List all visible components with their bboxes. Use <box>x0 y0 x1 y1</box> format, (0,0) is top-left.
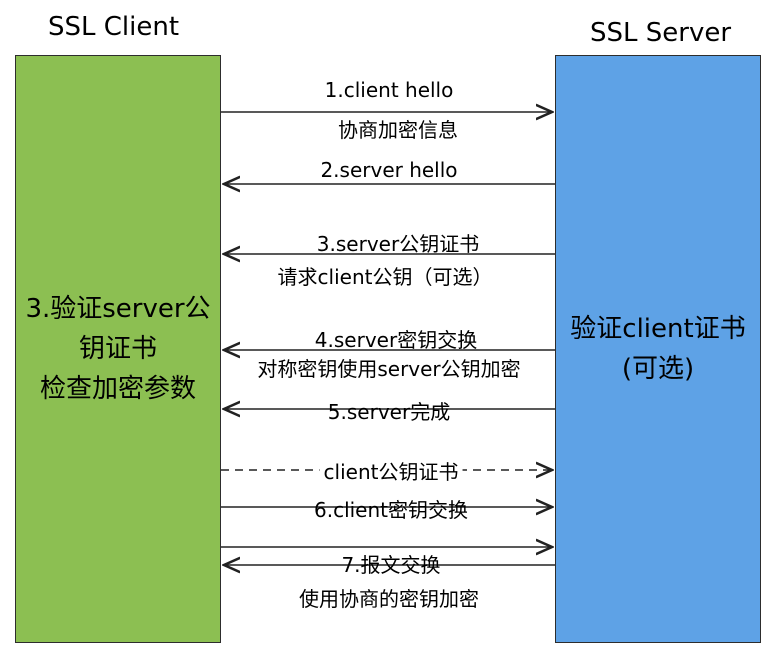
msg5-label: 5.server完成 <box>327 400 451 424</box>
msg1-label2: 协商加密信息 <box>338 118 458 142</box>
msg2-label: 2.server hello <box>320 158 458 182</box>
client-box: 3.验证server公 钥证书 检查加密参数 <box>15 55 221 643</box>
msg3-label2: 请求client公钥（可选） <box>277 265 493 289</box>
server-box: 验证client证书 (可选) <box>555 55 761 643</box>
msg4-label: 4.server密钥交换 <box>314 328 478 352</box>
msg7-label: 6.client密钥交换 <box>313 498 469 522</box>
msg4-label2: 对称密钥使用server公钥加密 <box>257 357 521 381</box>
msg8-label2: 使用协商的密钥加密 <box>299 587 479 611</box>
client-title: SSL Client <box>48 12 180 42</box>
msg1-label: 1.client hello <box>324 78 454 102</box>
client-box-text: 3.验证server公 钥证书 检查加密参数 <box>25 294 211 404</box>
server-box-text: 验证client证书 (可选) <box>570 314 746 384</box>
msg8-label: 7.报文交换 <box>341 553 441 577</box>
server-title: SSL Server <box>590 18 732 48</box>
msg6-label: client公钥证书 <box>319 456 463 485</box>
msg3-label: 3.server公钥证书 <box>316 232 480 256</box>
